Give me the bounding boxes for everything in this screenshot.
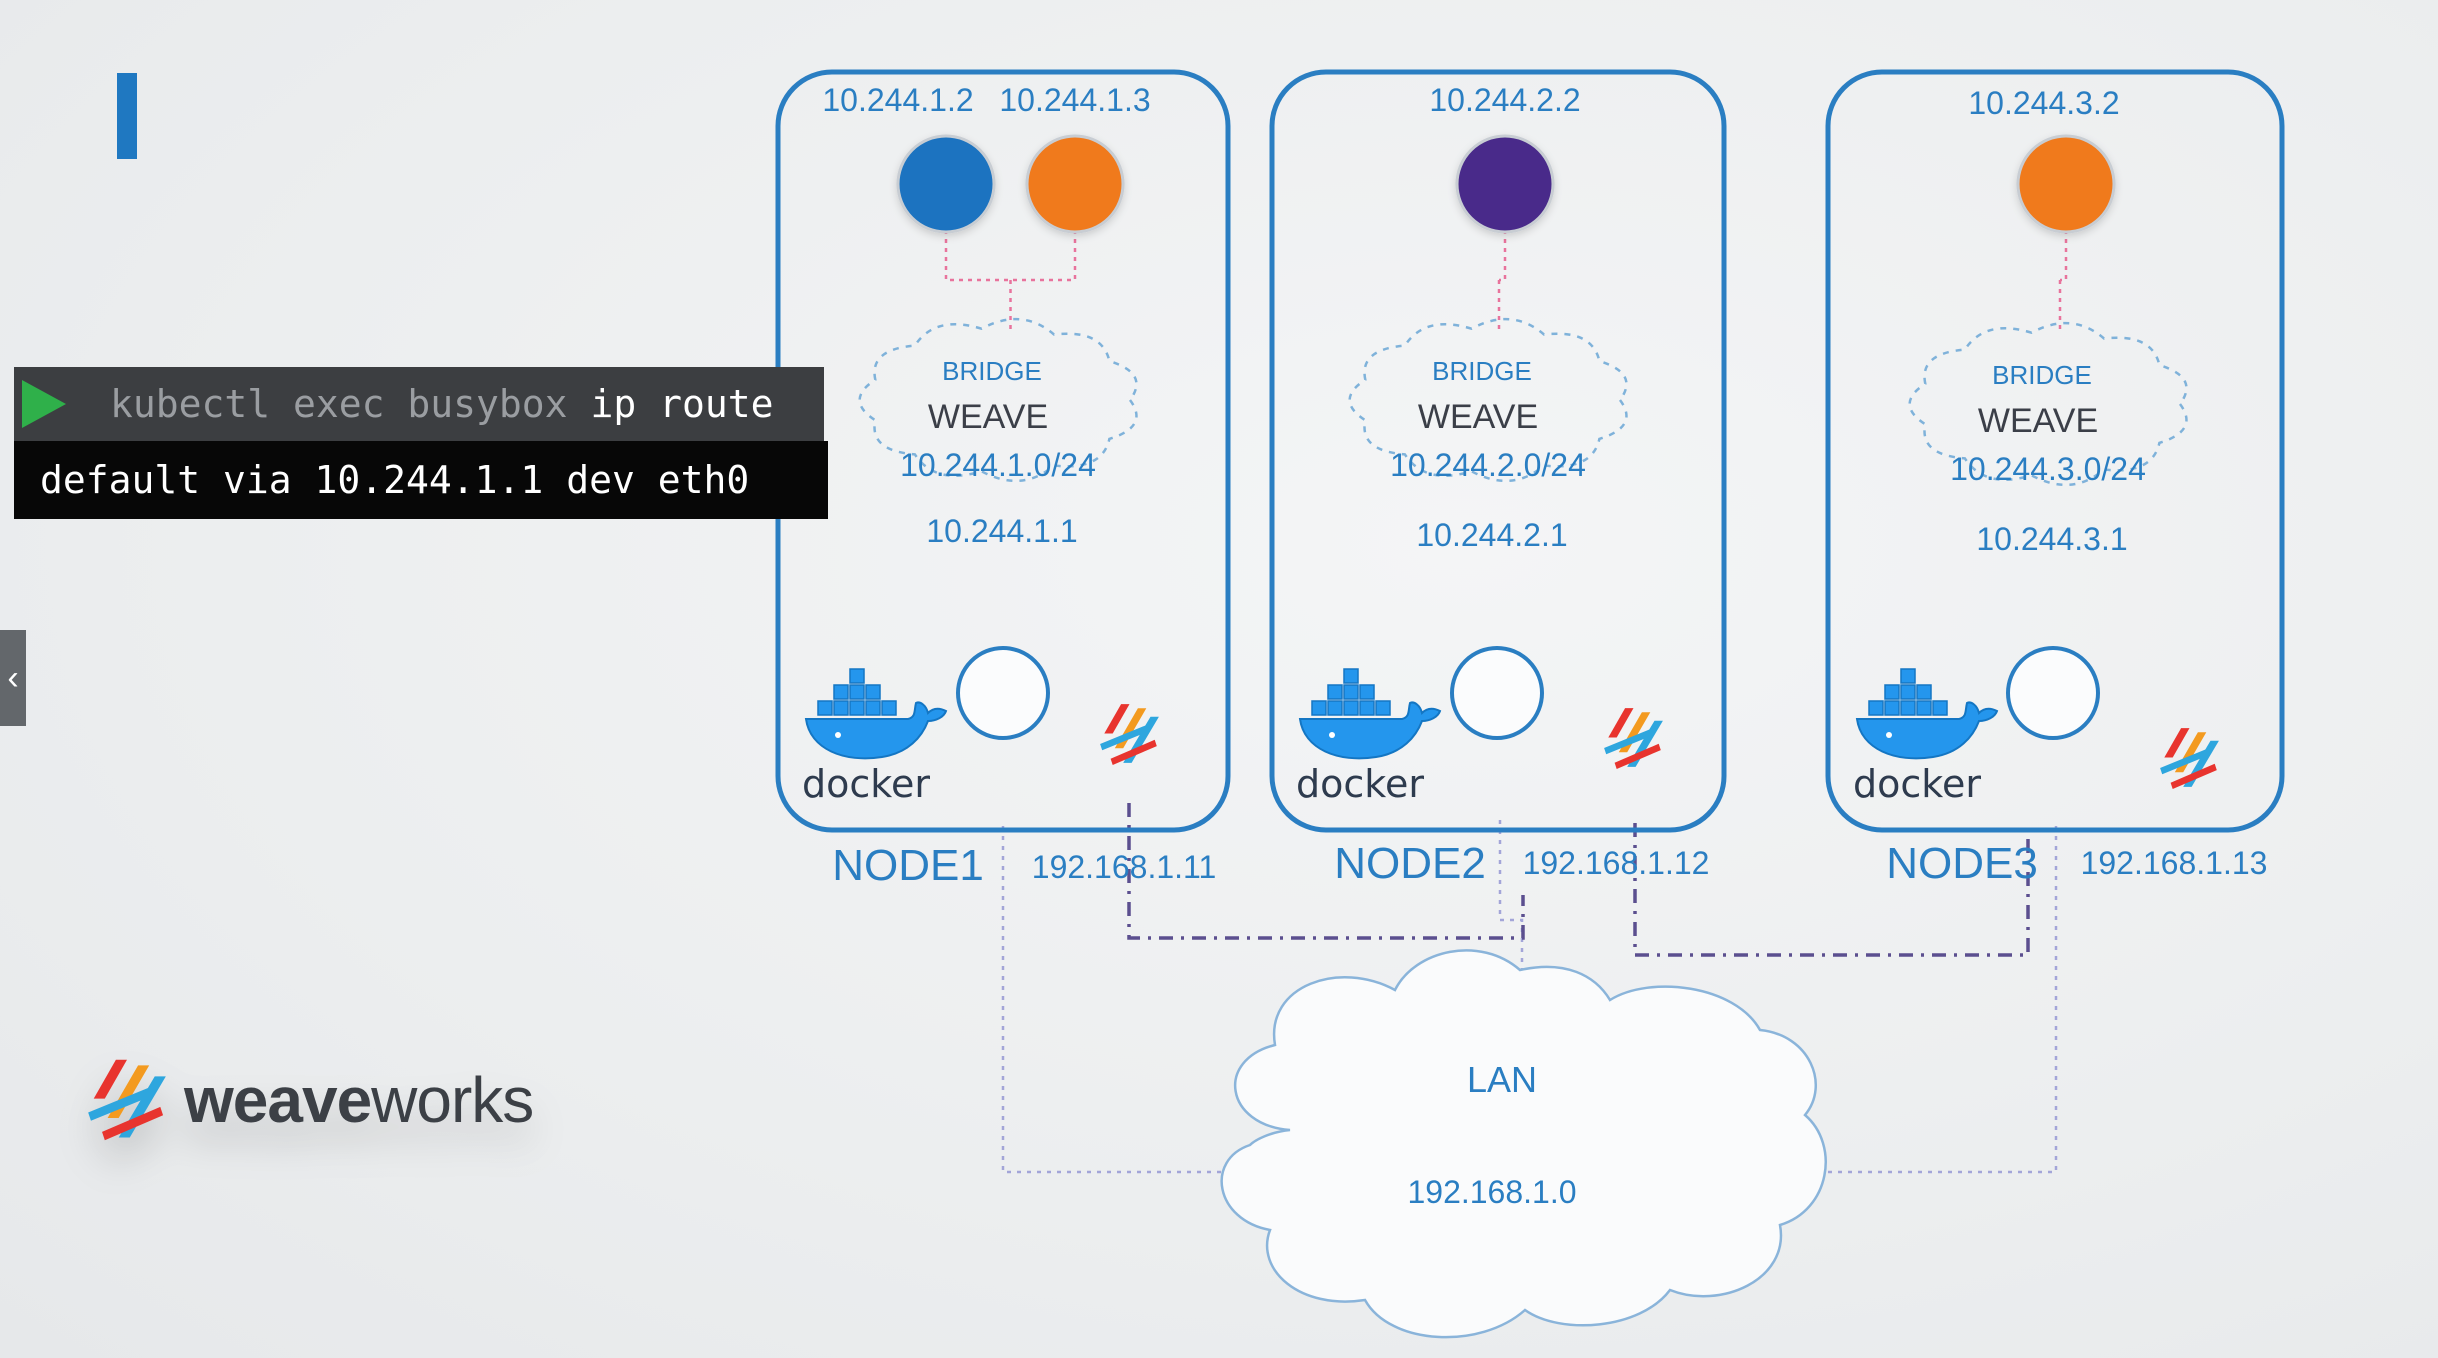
connection-lines xyxy=(1001,803,2058,1174)
node-interface-circle xyxy=(956,646,1050,740)
collapse-sidebar-tab[interactable]: ‹ xyxy=(0,630,26,726)
node-name: NODE1 xyxy=(832,841,984,890)
brand-wordmark: weaveworks xyxy=(184,1063,534,1137)
bridge-gateway-ip: 10.244.1.1 xyxy=(926,513,1077,549)
terminal-output-text: default via 10.244.1.1 dev eth0 xyxy=(40,458,750,502)
bridge-label: BRIDGE xyxy=(1992,360,2092,390)
terminal-command-bar: kubectl exec busybox ip route xyxy=(14,367,824,441)
pod-circle xyxy=(896,134,996,234)
lan-label: LAN xyxy=(1467,1059,1537,1100)
pod-ip: 10.244.1.3 xyxy=(999,82,1150,118)
pod-link xyxy=(2060,230,2068,282)
command-prefix: kubectl exec busybox xyxy=(110,382,591,426)
bridge-label: BRIDGE xyxy=(942,356,1042,386)
bridge-subnet: 10.244.1.0/24 xyxy=(900,447,1096,483)
pod-link xyxy=(1499,230,1507,282)
play-icon[interactable] xyxy=(22,380,66,428)
text-cursor xyxy=(117,73,137,159)
node-host-ip: 192.168.1.12 xyxy=(1523,845,1710,881)
docker-label: docker xyxy=(1853,762,1981,806)
node-interface-circle xyxy=(2006,646,2100,740)
node-name: NODE3 xyxy=(1886,839,2038,888)
bridge-subnet: 10.244.3.0/24 xyxy=(1950,451,2146,487)
weave-label: WEAVE xyxy=(1418,398,1538,436)
docker-label: docker xyxy=(802,762,930,806)
lan-network: 192.168.1.0 xyxy=(1407,1174,1576,1210)
pod-circle xyxy=(2016,134,2116,234)
weave-label: WEAVE xyxy=(1978,402,2098,440)
weave-mesh-1-2 xyxy=(1127,803,1525,940)
pod-ip: 10.244.1.2 xyxy=(822,82,973,118)
weave-label: WEAVE xyxy=(928,398,1048,436)
weaveworks-logo-icon xyxy=(88,1059,166,1141)
brand-bold: weave xyxy=(184,1064,372,1136)
docker-icon: docker xyxy=(1853,668,1999,806)
docker-icon: docker xyxy=(1296,668,1442,806)
weaveworks-logo: weaveworks xyxy=(84,1055,534,1145)
pod-circle xyxy=(1025,134,1125,234)
bridge-label: BRIDGE xyxy=(1432,356,1532,386)
weave-icon xyxy=(1100,704,1159,765)
terminal-command: kubectl exec busybox ip route xyxy=(110,382,773,426)
pod-circle xyxy=(1455,134,1555,234)
pod-link xyxy=(1010,230,1077,282)
bridge-gateway-ip: 10.244.3.1 xyxy=(1976,521,2127,557)
pod-ip: 10.244.2.2 xyxy=(1429,82,1580,118)
node-frame xyxy=(1825,69,2285,833)
node-interface-circle xyxy=(1450,646,1544,740)
command-highlight: ip route xyxy=(590,382,774,426)
pod-ip: 10.244.3.2 xyxy=(1968,85,2119,121)
docker-icon: docker xyxy=(802,668,948,806)
weave-mesh-2-3 xyxy=(1633,823,2030,957)
lan-link-node1 xyxy=(1001,826,1240,1174)
docker-label: docker xyxy=(1296,762,1424,806)
lan-link-node3 xyxy=(1825,826,2058,1174)
node-host-ip: 192.168.1.11 xyxy=(1032,849,1216,885)
brand-regular: works xyxy=(371,1064,534,1136)
weave-icon xyxy=(1604,708,1663,769)
lan-cloud xyxy=(1220,949,1827,1339)
weave-icon xyxy=(2160,728,2219,789)
pod-link xyxy=(944,230,1011,282)
node-host-ip: 192.168.1.13 xyxy=(2081,845,2268,881)
node-frame xyxy=(1269,69,1727,833)
chevron-left-icon: ‹ xyxy=(7,659,19,697)
bridge-subnet: 10.244.2.0/24 xyxy=(1390,447,1586,483)
terminal-output: default via 10.244.1.1 dev eth0 xyxy=(14,441,828,519)
node-name: NODE2 xyxy=(1334,839,1486,888)
lan-link-node2 xyxy=(1498,820,1524,1000)
bridge-gateway-ip: 10.244.2.1 xyxy=(1416,517,1567,553)
